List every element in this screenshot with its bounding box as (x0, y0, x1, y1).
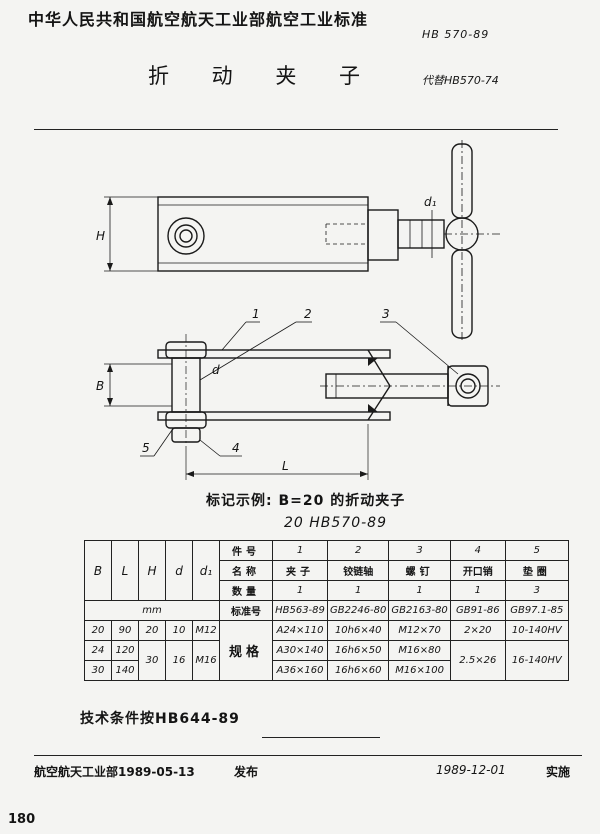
organization-standard-title: 中华人民共和国航空航天工业部航空工业标准 (28, 10, 369, 29)
cell-H-merged: 30 (138, 640, 166, 681)
replaces-standard: 代替HB570-74 (422, 74, 499, 87)
row-label-spec: 规格 (219, 620, 273, 681)
cell-H: 20 (138, 620, 166, 641)
spec-cell: 2×20 (449, 620, 506, 641)
spec-cell-merged: 16-140HV (504, 640, 569, 681)
standard-cell: GB91-86 (449, 600, 506, 621)
col-header-H: H (138, 540, 166, 601)
quantity-cell: 1 (388, 580, 451, 601)
spec-cell: 10h6×40 (326, 620, 390, 641)
cell-d: 10 (165, 620, 193, 641)
part-name-cell: 铰链轴 (326, 560, 390, 581)
marking-code: 20 HB570-89 (284, 515, 387, 531)
dimension-label-L: L (282, 459, 289, 473)
part-name-cell: 开口销 (449, 560, 506, 581)
row-label-name: 名称 (219, 560, 273, 581)
cell-d1: M12 (192, 620, 220, 641)
quantity-cell: 3 (504, 580, 569, 601)
parts-table: B L H d d₁ 件号 1 2 3 4 5 名称 夹子 铰链轴 螺钉 开口销… (84, 540, 569, 681)
spec-cell: 16h6×60 (326, 660, 390, 681)
col-header-d1: d₁ (192, 540, 220, 601)
spec-cell: M16×80 (388, 640, 451, 661)
technical-drawing: H d₁ B d L 1 2 3 4 5 (96, 140, 500, 480)
callout-5: 5 (142, 441, 150, 455)
issuer-date: 航空航天工业部1989-05-13 (34, 765, 195, 779)
part-no-cell: 4 (449, 540, 506, 561)
issue-label: 发布 (234, 765, 259, 779)
spec-cell: A30×140 (272, 640, 328, 661)
row-label-part-no: 件号 (219, 540, 273, 561)
marking-example: 标记示例: B=20 的折动夹子 (206, 493, 406, 509)
part-name-cell: 螺钉 (388, 560, 451, 581)
standard-cell: HB563-89 (272, 600, 328, 621)
part-no-cell: 1 (272, 540, 328, 561)
spec-cell-merged: 2.5×26 (449, 640, 506, 681)
quantity-cell: 1 (272, 580, 328, 601)
clamp-body-top-view (157, 196, 369, 272)
spec-cell: 16h6×50 (326, 640, 390, 661)
dimension-label-d: d (212, 363, 220, 377)
dimension-label-B: B (96, 379, 104, 393)
callout-1: 1 (252, 307, 260, 321)
col-header-L: L (111, 540, 139, 601)
standard-cell: GB2163-80 (388, 600, 451, 621)
unit-cell: mm (84, 600, 220, 621)
quantity-cell: 1 (326, 580, 390, 601)
callout-2: 2 (304, 307, 312, 321)
table-row: 30 140 A36×160 16h6×60 M16×100 (84, 660, 569, 681)
spec-cell: M12×70 (388, 620, 451, 641)
standard-cell: GB2246-80 (326, 600, 390, 621)
part-name-cell: 垫圈 (504, 560, 569, 581)
cell-d1-merged: M16 (192, 640, 220, 681)
spec-cell: M16×100 (388, 660, 451, 681)
callout-4: 4 (232, 441, 240, 455)
part-no-cell: 2 (326, 540, 390, 561)
cell-B: 20 (84, 620, 112, 641)
end-rule (262, 737, 380, 738)
row-label-standard: 标准号 (219, 600, 273, 621)
cell-L: 140 (111, 660, 139, 681)
implement-label: 实施 (546, 765, 571, 779)
cell-d-merged: 16 (165, 640, 193, 681)
standard-number: HB 570-89 (422, 28, 490, 41)
spec-cell: A24×110 (272, 620, 328, 641)
col-header-d: d (165, 540, 193, 601)
col-header-B: B (84, 540, 112, 601)
technical-requirement: 技术条件按HB644-89 (80, 711, 240, 727)
cell-L: 90 (111, 620, 139, 641)
header-rule (34, 129, 558, 130)
page-number: 180 (8, 812, 36, 827)
dimension-label-H: H (96, 229, 105, 243)
dimension-label-d1: d₁ (424, 195, 437, 209)
standard-cell: GB97.1-85 (504, 600, 569, 621)
part-no-cell: 3 (388, 540, 451, 561)
quantity-cell: 1 (449, 580, 506, 601)
table-row: 24 120 30 16 M16 A30×140 16h6×50 M16×80 … (84, 640, 569, 681)
spec-cell: 10-140HV (504, 620, 569, 641)
document-title: 折 动 夹 子 (148, 64, 379, 88)
spec-cell: A36×160 (272, 660, 328, 681)
part-no-cell: 5 (504, 540, 569, 561)
callout-3: 3 (382, 307, 390, 321)
row-label-quantity: 数量 (219, 580, 273, 601)
cell-B: 24 (84, 640, 112, 661)
part-name-cell: 夹子 (272, 560, 328, 581)
cell-B: 30 (84, 660, 112, 681)
table-row: 20 90 20 10 M12 规格 A24×110 10h6×40 M12×7… (84, 620, 569, 681)
footer-rule (34, 755, 582, 756)
cell-L: 120 (111, 640, 139, 661)
implement-date: 1989-12-01 (436, 763, 506, 777)
